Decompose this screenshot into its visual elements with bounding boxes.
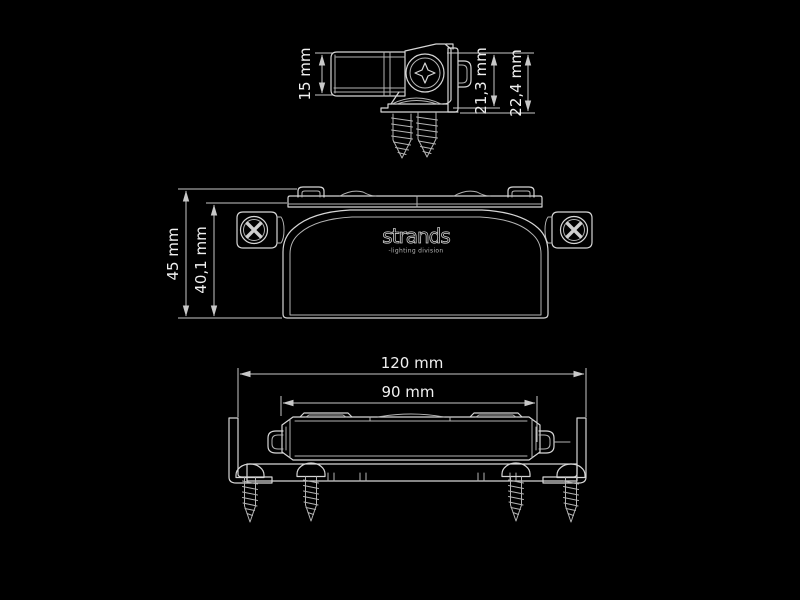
bracket-left <box>236 211 285 249</box>
lamp-lens-front <box>282 209 549 319</box>
rail-clip-left <box>297 186 325 198</box>
dim-90mm: 90 mm <box>280 383 538 442</box>
end-clip-right <box>538 430 571 454</box>
pivot-ring <box>405 53 445 93</box>
dim-label-22-4mm: 22,4 mm <box>507 49 525 116</box>
dim-label-15mm: 15 mm <box>296 47 314 100</box>
dim-label-21-3mm: 21,3 mm <box>472 47 490 114</box>
brand-logo: strands <box>382 224 450 248</box>
end-clip-left <box>267 430 284 454</box>
lamp-body-side <box>330 51 406 97</box>
dim-45mm: 45 mm <box>164 188 297 319</box>
top-view: 120 mm 90 mm <box>228 354 587 523</box>
dim-label-40-1mm: 40,1 mm <box>192 226 210 293</box>
dim-22-4mm: 22,4 mm <box>460 49 535 117</box>
dim-label-90mm: 90 mm <box>381 383 434 401</box>
mounting-rail <box>287 190 543 208</box>
brand-tagline: -lighting division <box>388 248 443 255</box>
dim-120mm: 120 mm <box>237 354 587 417</box>
dim-label-45mm: 45 mm <box>164 227 182 280</box>
angle-bracket-left <box>228 417 273 484</box>
dim-15mm: 15 mm <box>296 47 333 101</box>
pivot-screw-icon <box>414 62 436 84</box>
side-view: 15 mm 21,3 mm 22,4 mm <box>296 43 535 159</box>
dim-label-120mm: 120 mm <box>381 354 444 372</box>
dim-21-3mm: 21,3 mm <box>447 47 534 115</box>
bracket-clip <box>457 60 472 88</box>
body-tab-left <box>299 412 353 418</box>
base-plate <box>380 97 459 113</box>
dim-40-1mm: 40,1 mm <box>192 202 287 317</box>
rail-clip-right <box>507 186 535 198</box>
lamp-body-top <box>281 413 541 461</box>
body-tab-right <box>469 412 523 418</box>
front-view: strands -lighting division 45 mm 40,1 mm <box>164 186 593 319</box>
angle-bracket-right <box>542 417 587 484</box>
